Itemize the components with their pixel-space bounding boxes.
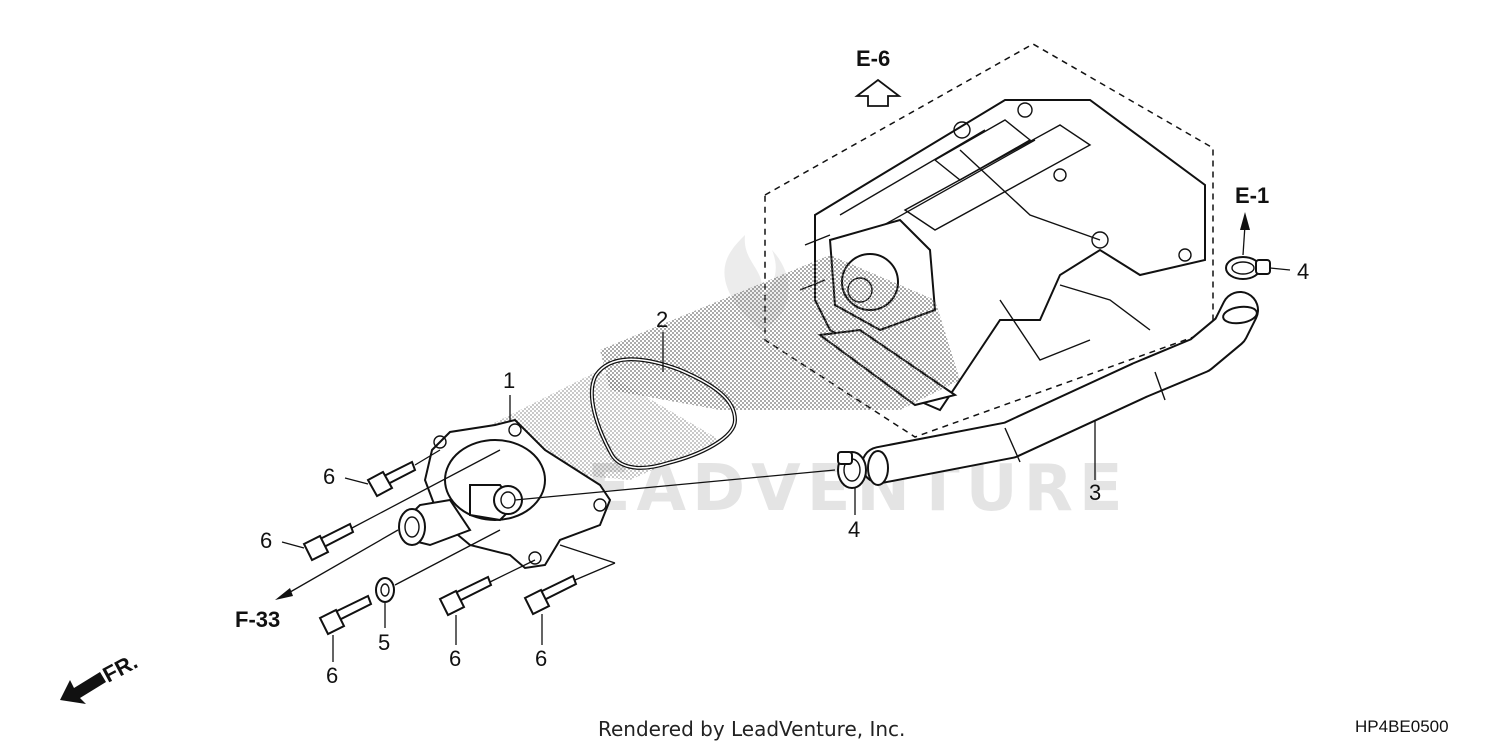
callout-3: 3 (1089, 480, 1101, 505)
callout-2: 2 (656, 307, 668, 332)
bolt-e (523, 574, 578, 616)
reference-e1: E-1 (1235, 183, 1269, 208)
callout-6-d: 6 (449, 646, 461, 671)
footer-credit: Rendered by LeadVenture, Inc. (598, 717, 905, 741)
callout-1: 1 (503, 368, 515, 393)
water-pump-assembly (398, 418, 612, 570)
sealing-washer (375, 577, 395, 603)
diagram-code: HP4BE0500 (1355, 717, 1449, 736)
alignment-dotted-field (600, 255, 960, 410)
callout-4-right: 4 (1297, 259, 1309, 284)
water-hose (861, 291, 1259, 486)
hose-clamp-right (1225, 256, 1271, 280)
reference-e6: E-6 (856, 46, 890, 71)
callout-6-e: 6 (535, 646, 547, 671)
bolt-c (318, 594, 373, 636)
hose-clamp-left (837, 451, 867, 489)
callout-6-c: 6 (326, 663, 338, 688)
bolt-d (438, 575, 493, 617)
callout-6-b: 6 (260, 528, 272, 553)
callout-5: 5 (378, 630, 390, 655)
front-direction-arrow-icon (60, 672, 106, 704)
bolt-b (302, 522, 355, 562)
bolt-a (366, 460, 417, 498)
reference-f33: F-33 (235, 607, 280, 632)
callout-6-a: 6 (323, 464, 335, 489)
e6-direction-arrow-icon (854, 78, 902, 107)
o-ring-gasket (589, 357, 738, 470)
leader-lines (275, 212, 1291, 662)
callout-4-left: 4 (848, 517, 860, 542)
